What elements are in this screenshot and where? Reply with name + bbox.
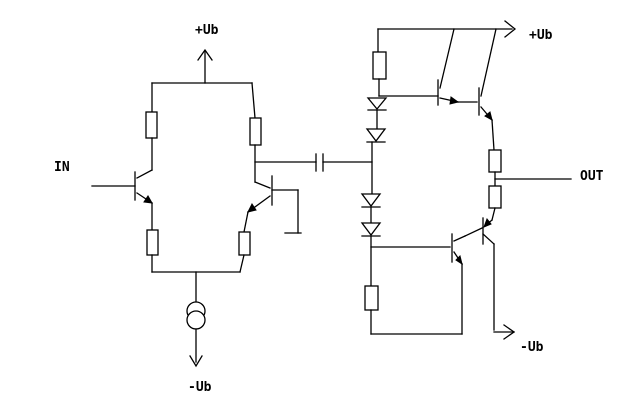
label-in: IN: [54, 160, 70, 175]
coupling-capacitor: [315, 153, 373, 172]
tail-current-source: [151, 271, 241, 368]
input-branch-left: [91, 82, 159, 273]
input-branch-right: [238, 82, 317, 273]
lower-darlington: [451, 185, 502, 335]
supply-rail-top-left: [151, 48, 253, 84]
label-vplus-right: +Ub: [529, 28, 553, 43]
label-vminus-left: -Ub: [188, 380, 212, 395]
bias-resistor-top: [372, 51, 387, 80]
emitter-resistor-lower: [488, 185, 502, 209]
diode-1: [366, 97, 388, 111]
diode-4: [360, 222, 382, 237]
label-vplus-left: +Ub: [195, 23, 219, 38]
bias-resistor-bottom: [364, 285, 379, 311]
supply-rail-top-right: [372, 20, 517, 97]
collector-resistor-left: [145, 111, 158, 139]
emitter-resistor-right: [238, 231, 251, 256]
emitter-resistor-left: [146, 229, 159, 256]
label-vminus-right: -Ub: [520, 340, 544, 355]
emitter-resistor-upper: [488, 149, 502, 173]
collector-resistor-right: [249, 117, 262, 146]
bias-diode-chain: [360, 97, 463, 335]
diode-3: [360, 193, 382, 208]
upper-darlington: [437, 28, 502, 187]
label-out: OUT: [580, 169, 604, 184]
diode-2: [365, 128, 387, 143]
supply-rail-bottom-right: [493, 324, 516, 340]
